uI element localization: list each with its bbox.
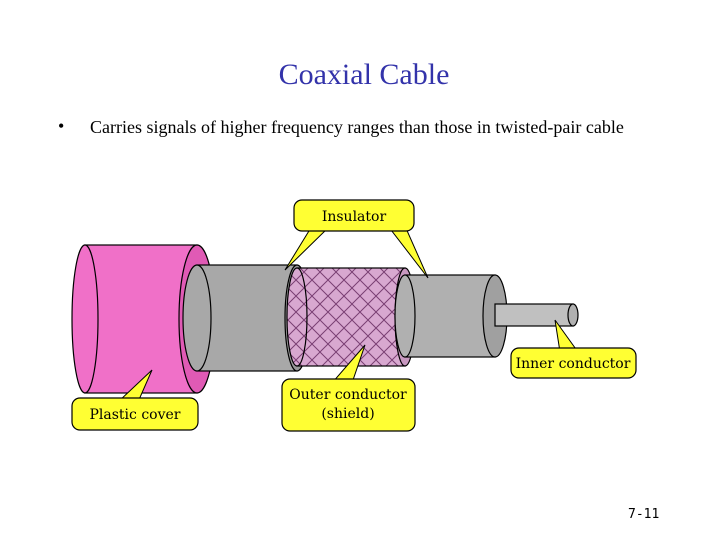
insulator-label: Insulator bbox=[322, 209, 387, 225]
inner-conductor-callout: Inner conductor bbox=[510, 319, 637, 379]
inner-conductor-wire bbox=[494, 303, 579, 327]
slide-title: Coaxial Cable bbox=[278, 58, 450, 91]
page-number: 7-11 bbox=[628, 507, 660, 522]
outer-conductor-callout: Outer conductor (shield) bbox=[281, 344, 416, 432]
inner-conductor-label: Inner conductor bbox=[516, 356, 631, 372]
inner-insulator-layer bbox=[394, 274, 508, 358]
outer-conductor-sublabel: (shield) bbox=[321, 406, 374, 422]
bullet-text: Carries signals of higher frequency rang… bbox=[90, 117, 624, 137]
outer-conductor-label: Outer conductor bbox=[289, 387, 407, 403]
bullet-marker: • bbox=[58, 116, 65, 136]
insulator-callout: Insulator bbox=[284, 199, 429, 279]
plastic-cover-label: Plastic cover bbox=[90, 407, 181, 423]
plastic-cover-callout: Plastic cover bbox=[71, 369, 199, 431]
